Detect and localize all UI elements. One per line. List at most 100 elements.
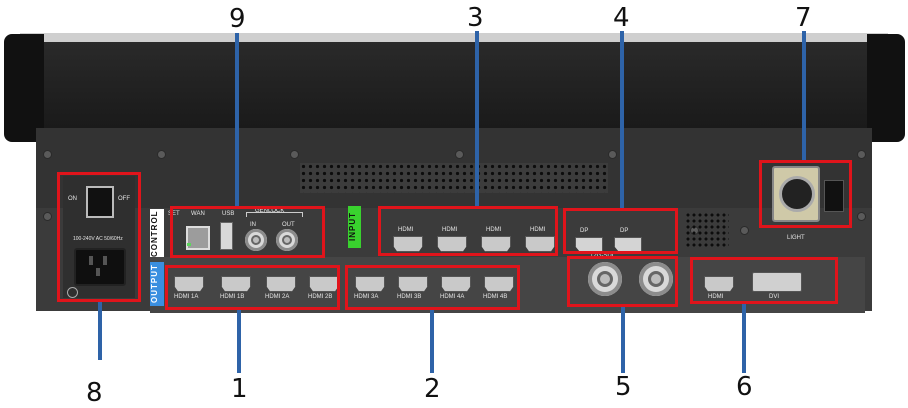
hdmi-input-label-3: HDMI	[486, 227, 502, 233]
panel-screw	[740, 226, 749, 235]
power-rating-label: 100-240V AC 50/60Hz	[73, 236, 123, 242]
hdmi-output-label-2a: HDMI 2A	[265, 294, 290, 300]
panel-screw	[455, 150, 464, 159]
usb-label: USB	[222, 211, 235, 217]
genlock-in-bnc	[245, 229, 267, 251]
input-tab: INPUT	[348, 206, 361, 248]
dp-input-label-1: DP	[580, 228, 589, 234]
hdmi-output-label-4a: HDMI 4A	[440, 294, 465, 300]
ground-icon	[67, 287, 78, 298]
hdmi-output-label-1a: HDMI 1A	[174, 294, 199, 300]
genlock-label: GENLOCK	[255, 208, 285, 214]
genlock-out-label: OUT	[282, 222, 295, 228]
hdmi-input-port-2	[437, 236, 467, 252]
panel-screw	[857, 212, 866, 221]
hdmi-output-label-3b: HDMI 3B	[397, 294, 422, 300]
right-side-handle	[867, 34, 905, 142]
set-label: SET	[168, 211, 180, 217]
iec-pin	[103, 256, 107, 265]
callout-box-2-outputs-3-4	[345, 265, 520, 310]
panel-screw	[290, 150, 299, 159]
callout-box-6-monitor	[690, 257, 838, 304]
power-on-label: ON	[68, 196, 77, 202]
hdmi-output-port-1a	[174, 276, 204, 292]
hdmi-output-label-1b: HDMI 1B	[220, 294, 245, 300]
callout-box-7-light	[759, 160, 852, 228]
panel-screw	[608, 150, 617, 159]
callout-number-5: 5	[615, 372, 632, 402]
usb-port	[220, 222, 233, 250]
leader-line-9	[235, 33, 239, 206]
hdmi-output-label-4b: HDMI 4B	[483, 294, 508, 300]
genlock-in-label: IN	[250, 222, 256, 228]
genlock-bracket	[246, 212, 303, 217]
leader-line-8	[98, 302, 102, 360]
genlock-out-bnc	[276, 229, 298, 251]
hdmi-input-label-2: HDMI	[442, 227, 458, 233]
panel-screw	[857, 150, 866, 159]
hdmi-output-label-2b: HDMI 2B	[308, 294, 333, 300]
hdmi-output-port-3a	[355, 276, 385, 292]
panel-screw	[157, 150, 166, 159]
control-tab: CONTROL	[150, 209, 164, 259]
sdi-bnc-port-2	[639, 262, 673, 296]
callout-number-3: 3	[467, 3, 484, 33]
monitor-dvi-label: DVI	[769, 294, 780, 300]
callout-box-5-sdi	[567, 256, 678, 307]
callout-number-6: 6	[736, 372, 753, 402]
leader-line-5	[621, 307, 625, 373]
ventilation-grill	[300, 163, 608, 193]
monitor-hdmi-port	[704, 276, 734, 292]
callout-box-4-dp-inputs	[563, 208, 678, 254]
device-top-shell	[8, 36, 900, 128]
iec-pin	[89, 256, 93, 265]
monitor-dvi-port	[752, 272, 802, 292]
iec-power-inlet	[74, 248, 126, 286]
panel-screw	[43, 212, 52, 221]
callout-number-7: 7	[795, 3, 812, 33]
leader-line-1	[237, 310, 241, 373]
monitor-hdmi-label: HDMI	[708, 294, 724, 300]
leader-line-2	[430, 310, 434, 373]
device-top-light-band	[20, 33, 888, 42]
light-label: LIGHT	[787, 235, 805, 241]
leader-line-4	[620, 31, 624, 208]
callout-number-9: 9	[229, 4, 246, 34]
hdmi-input-port-1	[393, 236, 423, 252]
ethernet-led	[187, 243, 191, 246]
ethernet-port	[186, 226, 210, 250]
power-off-label: OFF	[118, 196, 130, 202]
light-switch	[824, 180, 844, 212]
hdmi-input-label-1: HDMI	[398, 227, 414, 233]
callout-box-1-outputs-1-2	[165, 265, 340, 310]
callout-number-2: 2	[424, 374, 441, 404]
hdmi-output-port-4b	[484, 276, 514, 292]
output-tab: OUTPUT	[150, 262, 164, 306]
dp-input-label-2: DP	[620, 228, 629, 234]
xlr-socket	[779, 176, 815, 212]
power-switch[interactable]	[86, 186, 114, 218]
wan-label: WAN	[191, 211, 205, 217]
hdmi-output-port-1b	[221, 276, 251, 292]
hdmi-input-label-4: HDMI	[530, 227, 546, 233]
hdmi-output-port-4a	[441, 276, 471, 292]
hdmi-input-port-3	[481, 236, 511, 252]
leader-line-7	[802, 31, 806, 160]
iec-pin	[96, 268, 100, 276]
hdmi-output-port-3b	[398, 276, 428, 292]
hdmi-output-port-2a	[266, 276, 296, 292]
hdmi-input-port-4	[525, 236, 555, 252]
callout-number-1: 1	[231, 374, 248, 404]
callout-box-9-control	[170, 206, 325, 258]
callout-number-8: 8	[86, 378, 103, 408]
leader-line-6	[742, 304, 746, 373]
left-side-handle	[4, 34, 44, 142]
callout-number-4: 4	[613, 3, 630, 33]
callout-box-3-hdmi-inputs	[378, 206, 558, 256]
panel-screw	[43, 150, 52, 159]
fan-grill	[685, 212, 729, 248]
hdmi-output-label-3a: HDMI 3A	[354, 294, 379, 300]
leader-line-3	[475, 31, 479, 206]
sdi-bnc-port-1	[588, 262, 622, 296]
callout-box-8-power	[57, 172, 141, 302]
